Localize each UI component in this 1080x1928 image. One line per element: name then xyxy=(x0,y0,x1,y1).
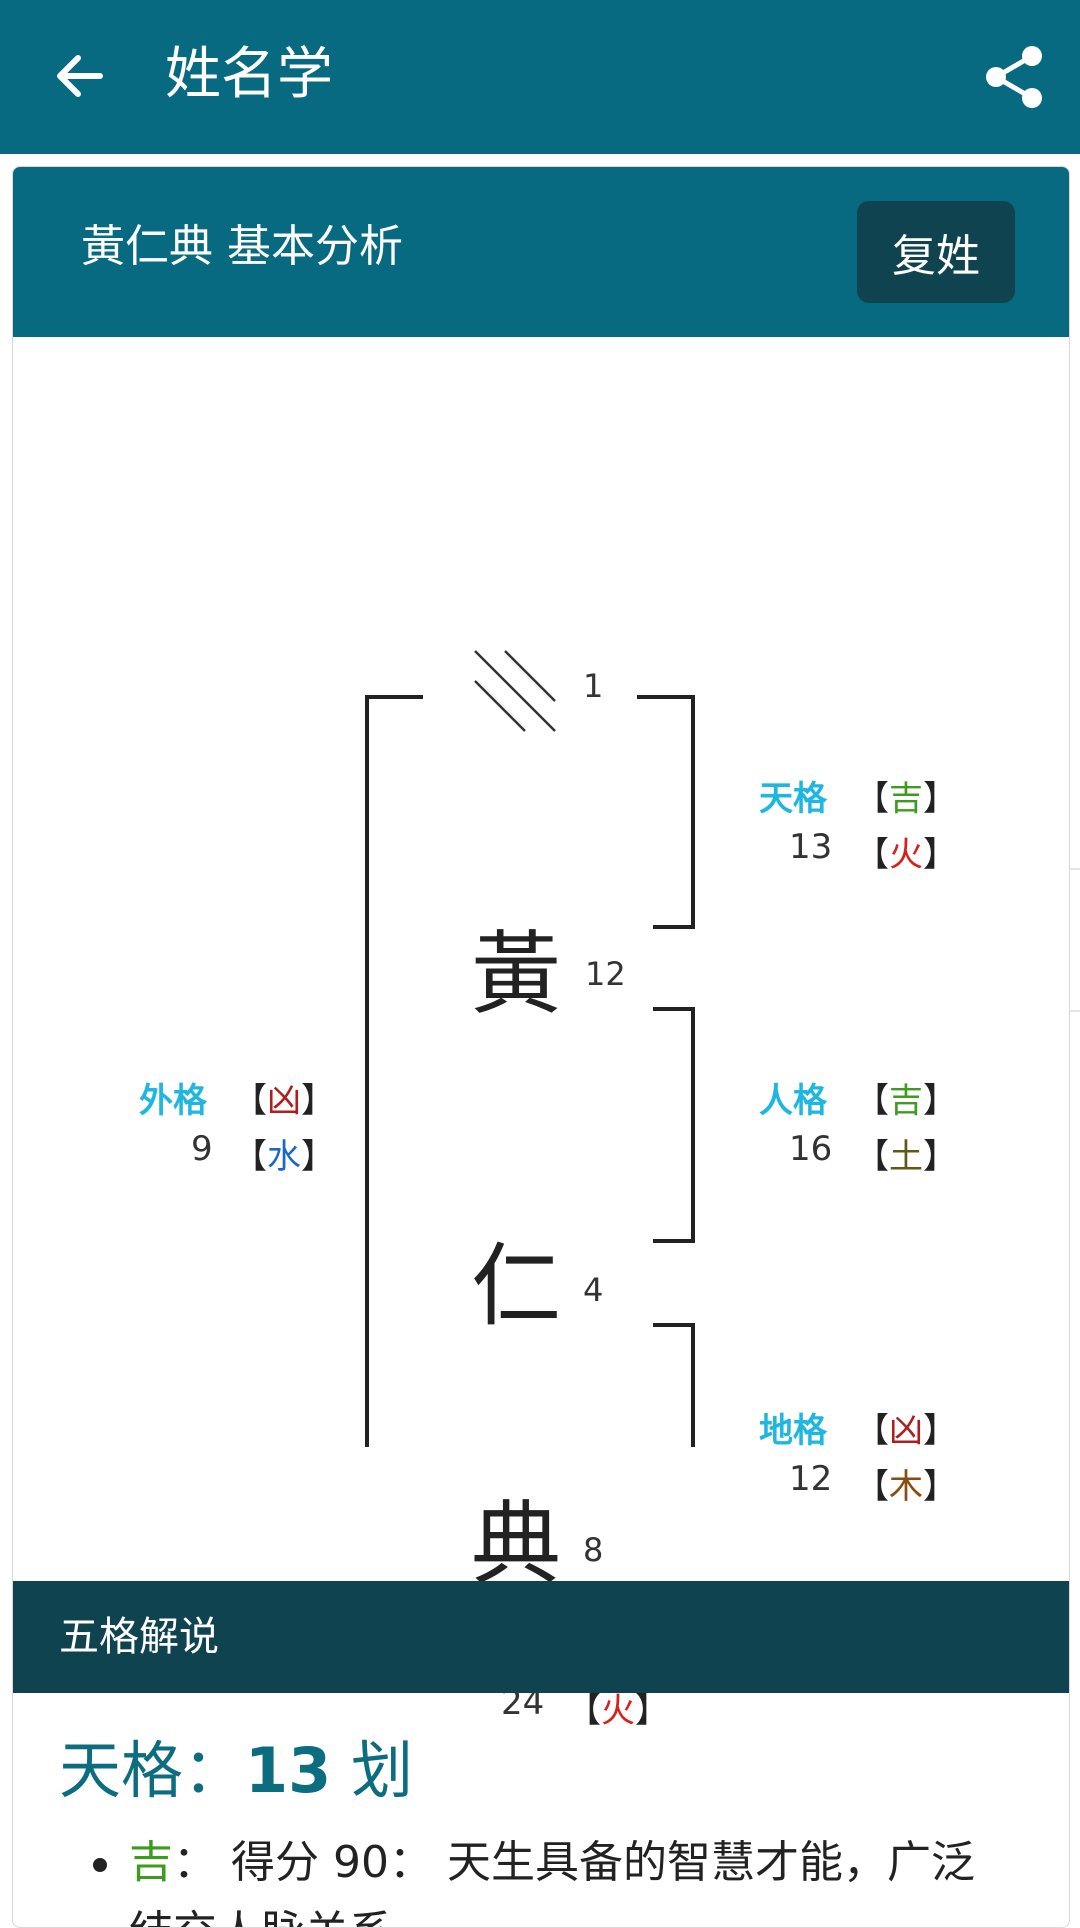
waige-label: 外格 xyxy=(139,1081,207,1121)
waige-number: 9 xyxy=(191,1129,213,1169)
tiange-element: 【火】 xyxy=(855,835,957,875)
tiange-bracket xyxy=(637,695,695,929)
card-title: 黃仁典 基本分析 xyxy=(81,221,403,272)
dige-label: 地格 xyxy=(759,1411,827,1451)
stroke-count-2: 4 xyxy=(583,1271,604,1309)
waige-bracket xyxy=(365,695,423,1447)
renge-label: 人格 xyxy=(759,1081,827,1121)
dige-element: 【木】 xyxy=(855,1467,957,1507)
waige-luck: 【凶】 xyxy=(233,1081,335,1121)
tiange-number: 13 xyxy=(789,827,833,867)
page-title: 姓名学 xyxy=(165,42,333,107)
renge-luck: 【吉】 xyxy=(855,1081,957,1121)
section-title: 五格解说 xyxy=(59,1614,219,1660)
tiange-label: 天格 xyxy=(759,779,827,819)
renge-bracket xyxy=(653,1007,695,1243)
dige-bracket xyxy=(653,1323,695,1447)
compound-surname-button[interactable]: 复姓 xyxy=(857,201,1015,303)
renge-element: 【土】 xyxy=(855,1137,957,1177)
stroke-count-1: 12 xyxy=(585,955,626,993)
tiange-luck: 【吉】 xyxy=(855,779,957,819)
virtual-char-hatch xyxy=(474,650,556,732)
dige-number: 12 xyxy=(789,1459,833,1499)
renge-number: 16 xyxy=(789,1129,833,1169)
name-char-2: 仁 xyxy=(471,1234,561,1339)
dige-luck: 【凶】 xyxy=(855,1411,957,1451)
diagram-lines xyxy=(365,650,695,1447)
detail-text-continued: 结交人脉关系 xyxy=(129,1903,393,1927)
tiange-detail-title: 天格：13 划 xyxy=(59,1734,414,1807)
section-header: 五格解说 xyxy=(13,1581,1069,1693)
zongge-element: 【火】 xyxy=(567,1691,669,1731)
analysis-card: 黃仁典 基本分析 复姓 1 黃 12 仁 4 典 8 天格 【吉】 xyxy=(12,166,1070,1928)
card-header: 黃仁典 基本分析 复姓 xyxy=(13,167,1069,337)
name-char-3: 典 xyxy=(471,1492,561,1597)
tiange-detail-item: 吉： 得分 90： 天生具备的智慧才能，广泛 xyxy=(93,1833,1033,1893)
five-grid-diagram: 1 黃 12 仁 4 典 8 天格 【吉】 13 【火】 人格 【吉】 16 【… xyxy=(13,337,1069,1731)
name-char-1: 黃 xyxy=(471,922,561,1027)
stroke-count-virtual: 1 xyxy=(583,667,604,705)
app-bar: 姓名学 xyxy=(0,0,1080,154)
share-icon[interactable] xyxy=(982,44,1048,110)
detail-luck: 吉 xyxy=(129,1837,173,1888)
waige-element: 【水】 xyxy=(233,1137,335,1177)
detail-text: ： 得分 90： 天生具备的智慧才能，广泛 xyxy=(173,1837,975,1888)
bullet-icon xyxy=(93,1858,107,1872)
arrow-left-icon[interactable] xyxy=(48,44,112,108)
stroke-count-3: 8 xyxy=(583,1531,604,1569)
